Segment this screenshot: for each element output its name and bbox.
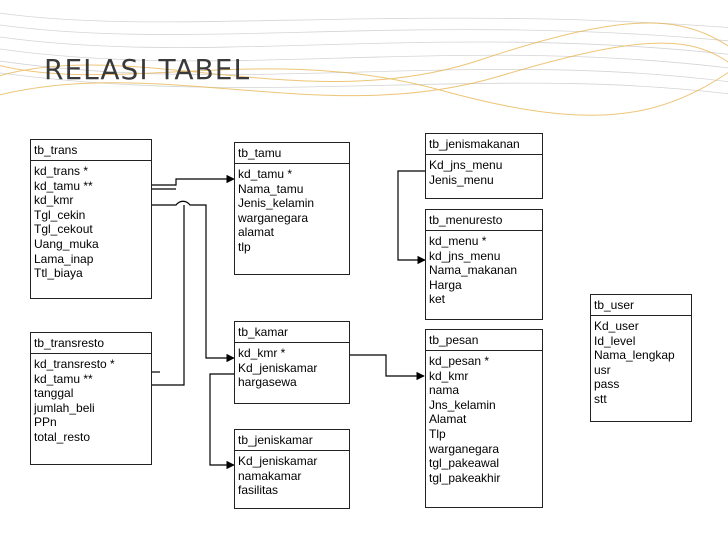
table-field: kd_kmr * <box>238 346 286 360</box>
table-header: tb_kamar <box>235 322 349 343</box>
table-field: kd_kmr <box>429 368 469 383</box>
table-field: kd_tamu ** <box>34 178 93 193</box>
table-field: kd_transresto * <box>34 357 115 371</box>
table-field: hargasewa <box>238 375 297 390</box>
relation-lines <box>144 166 433 470</box>
table-field: kd_jns_menu <box>429 248 501 263</box>
table-field: Tlp <box>429 426 446 441</box>
table-header: tb_menuresto <box>426 210 542 231</box>
table-field: Tgl_cekout <box>34 222 93 237</box>
table-field: Kd_jns_menu <box>429 158 503 172</box>
table-header: tb_jenismakanan <box>426 134 542 155</box>
table-field: namakamar <box>238 468 302 483</box>
table-field: Harga <box>429 277 462 292</box>
table-field: jumlah_beli <box>34 400 95 415</box>
table-header: tb_pesan <box>426 330 542 351</box>
table-field: ket <box>429 292 446 307</box>
table-field: Kd_jeniskamar <box>238 454 318 468</box>
table-tb-transresto: tb_transresto kd_transresto *kd_tamu **t… <box>30 332 152 465</box>
table-field: Nama_lengkap <box>594 348 675 363</box>
table-field: Kd_jeniskamar <box>238 360 318 375</box>
slide-title: RELASI TABEL <box>44 53 251 86</box>
table-field: Id_level <box>594 333 636 348</box>
decorative-curves <box>0 12 728 116</box>
table-field: kd_menu * <box>429 234 487 248</box>
table-field: kd_kmr <box>34 193 74 208</box>
table-field: Jenis_menu <box>429 172 494 187</box>
table-field: total_resto <box>34 429 91 444</box>
table-field: kd_pesan * <box>429 354 490 368</box>
table-field: kd_tamu * <box>238 167 293 181</box>
table-header: tb_tamu <box>235 143 349 164</box>
table-field: Jenis_kelamin <box>238 196 315 211</box>
table-field: Ttl_biaya <box>34 266 83 281</box>
table-field: kd_trans * <box>34 164 89 178</box>
table-field: warganegara <box>429 441 500 456</box>
table-field: Alamat <box>429 412 467 427</box>
table-field: Lama_inap <box>34 251 94 266</box>
table-field: Tgl_cekin <box>34 207 86 222</box>
table-field: alamat <box>238 225 275 240</box>
table-header: tb_jeniskamar <box>235 430 349 451</box>
table-field: nama <box>429 383 460 398</box>
table-field: tgl_pakeawal <box>429 456 500 471</box>
table-field: tlp <box>238 239 251 254</box>
table-field: Kd_user <box>594 319 639 333</box>
table-field: tgl_pakeakhir <box>429 470 501 485</box>
table-field: warganegara <box>238 210 309 225</box>
table-field: stt <box>594 391 607 406</box>
table-field: Uang_muka <box>34 236 99 251</box>
table-header: tb_user <box>591 295 691 316</box>
table-header: tb_trans <box>31 140 151 161</box>
table-field: kd_tamu ** <box>34 371 93 386</box>
table-field: Jns_kelamin <box>429 397 496 412</box>
table-field: PPn <box>34 415 57 430</box>
table-header: tb_transresto <box>31 333 151 354</box>
table-field: pass <box>594 377 620 392</box>
table-field: Nama_makanan <box>429 263 518 278</box>
table-field: tanggal <box>34 386 74 401</box>
table-field: Nama_tamu <box>238 181 304 196</box>
table-field: fasilitas <box>238 483 279 498</box>
table-field: usr <box>594 362 611 377</box>
